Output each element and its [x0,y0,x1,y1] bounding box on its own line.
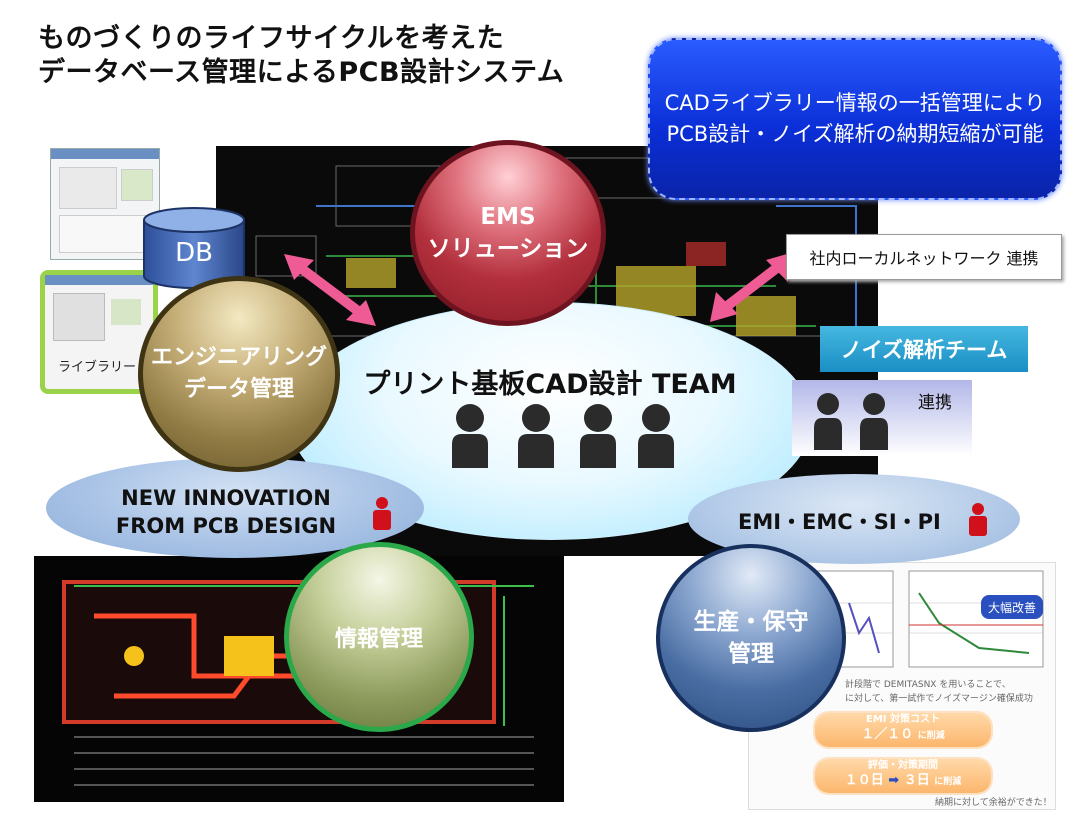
innovation-label: NEW INNOVATION FROM PCB DESIGN [115,486,337,538]
arrow-right-icon: ➡ [888,773,900,788]
db-label: DB [175,238,213,268]
improvement-badge: 大幅改善 [981,595,1043,619]
report-text-2: に対して、第一試作でノイズマージン確保成功 [845,694,1033,704]
person-red-icon [373,497,391,530]
period-pill: 評価・対策期間 １０日 ➡ ３日 に削減 [815,759,991,793]
ems-solution-circle: EMS ソリューション [410,140,606,326]
team-title: プリント基板CAD設計 TEAM [363,369,737,400]
innovation-ellipse [46,458,424,558]
cost-suffix: に削減 [917,731,945,741]
report-text-1: 計段階で DEMITASNX を用いることで、 [845,680,1011,690]
network-link-label: 社内ローカルネットワーク 連携 [786,234,1062,280]
production-maintenance-circle: 生産・保守 管理 [656,544,846,732]
person-red-icon [969,503,987,536]
summary-callout: CADライブラリー情報の一括管理により PCB設計・ノイズ解析の納期短縮が可能 [648,38,1062,200]
emi-label: EMI・EMC・SI・PI [738,510,941,534]
cost-pill: EMI 対策コスト １／１０ に削減 [815,713,991,747]
period-to: ３日 [903,773,930,788]
cost-value: １／１０ [861,727,914,742]
collab-label: 連携 [918,393,952,413]
cad-screenshot [50,148,160,260]
noise-team-label: ノイズ解析チーム [820,326,1028,372]
noise-team-people-icon [814,393,888,450]
period-suffix: に削減 [934,777,962,787]
period-from: １０日 [844,773,884,788]
page-title: ものづくりのライフサイクルを考えた データベース管理によるPCB設計システム [38,23,565,88]
team-people-icon [452,404,674,468]
network-link-arrow-icon [710,252,794,322]
report-footer: 納期に対して余裕ができた！ [935,798,1052,808]
library-label: ライブラリー [58,360,137,375]
db-link-arrow-icon [284,254,376,326]
info-management-circle: 情報管理 [284,542,474,732]
engineering-data-circle: エンジニアリング データ管理 [138,276,340,472]
